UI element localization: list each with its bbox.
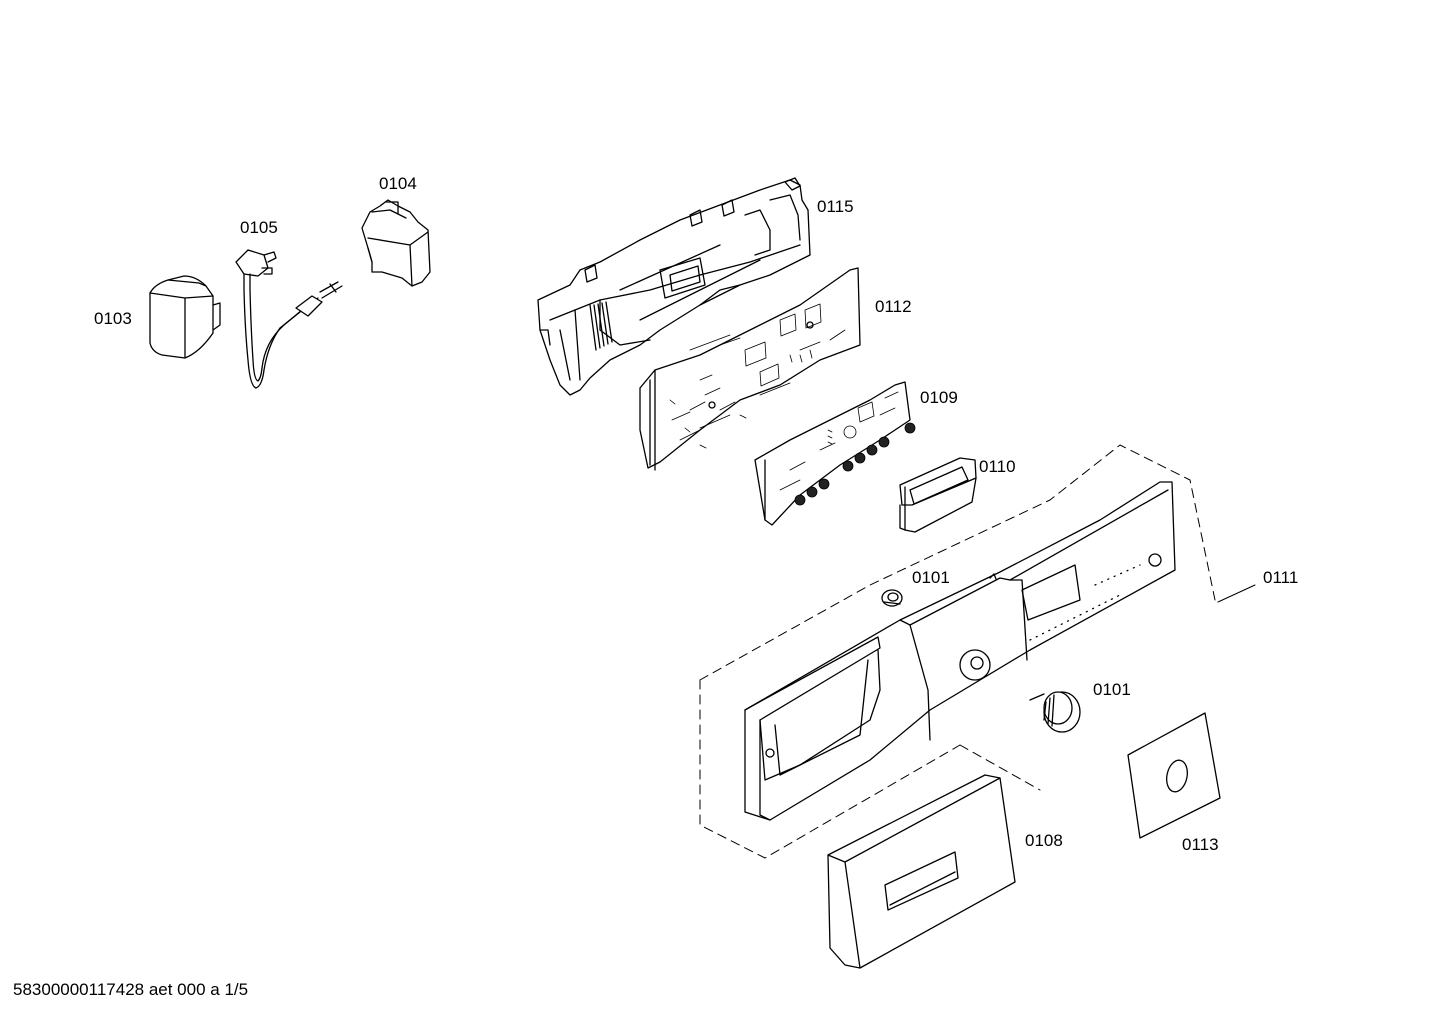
part-0101-rotary-knob [1029, 691, 1081, 733]
label-0105: 0105 [240, 218, 278, 237]
part-0103-cover-box [149, 275, 221, 359]
assembly-0111-outline [699, 444, 1216, 859]
label-0101-upper: 0101 [912, 568, 950, 587]
part-0111-fascia-panel [744, 481, 1176, 821]
label-0111: 0111 [1263, 568, 1299, 587]
part-0112-main-pcb [639, 267, 861, 471]
label-0104: 0104 [379, 174, 417, 193]
part-0105-power-cord [235, 249, 343, 389]
part-0113-sticker [1127, 712, 1221, 839]
label-0113: 0113 [1182, 835, 1219, 854]
label-0112: 0112 [875, 297, 912, 316]
part-0109-operating-pcb [754, 381, 916, 526]
label-0110: 0110 [979, 457, 1016, 476]
part-0108-drawer-handle [827, 774, 1016, 969]
part-0115-control-module-frame [537, 177, 811, 396]
label-0101-lower: 0101 [1093, 680, 1131, 699]
label-0115: 0115 [817, 197, 854, 216]
label-0103: 0103 [94, 309, 132, 328]
label-0109: 0109 [920, 388, 958, 407]
part-0104-interference-filter [361, 199, 431, 287]
document-reference: 58300000117428 aet 000 a 1/5 [13, 980, 249, 999]
label-0108: 0108 [1025, 831, 1063, 850]
part-0101-knob-small [881, 589, 903, 607]
leader-lines [1217, 584, 1256, 603]
part-0110-display-module [899, 457, 977, 533]
